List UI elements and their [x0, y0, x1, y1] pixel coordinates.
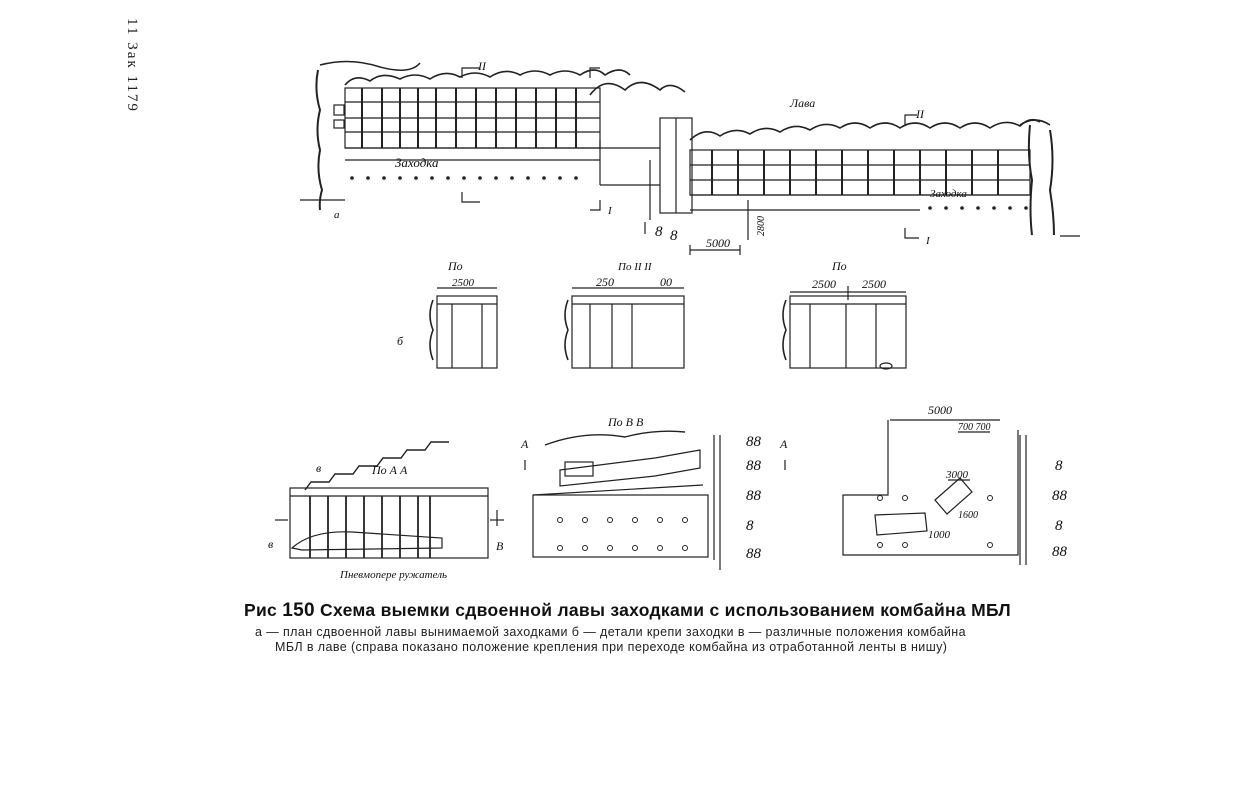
prop-symbol: 8 — [655, 224, 663, 240]
fig-v-arrow-left: А — [520, 437, 529, 451]
fig-b-dim-1: 2500 — [452, 277, 475, 289]
fig-a-dim-5000: 5000 — [706, 236, 730, 250]
fig-v-dim-3000: 3000 — [945, 469, 969, 481]
fig-v-label-left: в — [268, 537, 273, 551]
prop-symbol: 88 — [1052, 544, 1068, 560]
fig-v-tool-label: Пневмопере ружатель — [339, 569, 447, 581]
prop-symbol: 8 — [1055, 518, 1063, 534]
fig-b-title-2: По II II — [617, 261, 653, 273]
fig-v-dim-1000: 1000 — [928, 529, 951, 541]
fig-v-label-right: В — [496, 539, 504, 553]
fig-v-left-title: По А А — [371, 463, 408, 477]
caption-number: 150 — [282, 600, 315, 621]
fig-a-panel-letter: а — [334, 209, 340, 221]
fig-b-dim-3b: 2500 — [862, 277, 886, 291]
fig-b-title-1: По — [447, 259, 463, 273]
figure-v-positions — [275, 419, 1027, 570]
prop-symbol: 8 — [1055, 458, 1063, 474]
fig-a-section-top: II — [477, 59, 487, 73]
figure-caption-title: Рис 150 Схема выемки сдвоенной лавы захо… — [0, 600, 1255, 622]
fig-a-zakhodka-left: Заходка — [395, 155, 439, 170]
prop-symbol: 8 — [670, 228, 678, 244]
caption-line-2: МБЛ в лаве (справа показано положение кр… — [275, 640, 948, 654]
prop-symbol: 88 — [746, 488, 762, 504]
prop-symbol: 8 — [746, 518, 754, 534]
fig-v-label-top: в — [316, 461, 321, 475]
figure-b-sections — [429, 286, 907, 370]
fig-b-title-3: По — [831, 259, 847, 273]
fig-a-section-i-right: I — [925, 235, 931, 247]
fig-v-dim-1600: 1600 — [958, 510, 978, 521]
fig-a-zakhodka-right: Заходка — [930, 188, 967, 200]
caption-title-text: Схема выемки сдвоенной лавы заходками с … — [320, 600, 1011, 620]
fig-a-section-i-left: I — [607, 205, 613, 217]
fig-v-dim-700: 700 700 — [958, 422, 991, 433]
fig-b-dim-2a: 250 — [596, 275, 614, 289]
caption-prefix: Рис — [244, 600, 278, 620]
caption-line-1: а — план сдвоенной лавы вынимаемой заход… — [255, 625, 966, 639]
fig-a-section-right: II — [915, 107, 925, 121]
fig-v-arrow-right: А — [779, 437, 788, 451]
fig-a-lava-label: Лава — [789, 96, 815, 110]
fig-b-panel-letter: б — [397, 334, 404, 348]
fig-v-middle-title: По В В — [607, 415, 644, 429]
fig-b-dim-2b: 00 — [660, 275, 672, 289]
prop-symbol: 88 — [746, 434, 762, 450]
fig-v-dim-5000: 5000 — [928, 403, 952, 417]
prop-symbol: 88 — [746, 458, 762, 474]
fig-b-dim-3a: 2500 — [812, 277, 836, 291]
fig-a-dim-2800: 2800 — [756, 216, 767, 236]
figure-a-plan — [300, 60, 1080, 255]
prop-symbol: 88 — [746, 546, 762, 562]
prop-symbol: 88 — [1052, 488, 1068, 504]
